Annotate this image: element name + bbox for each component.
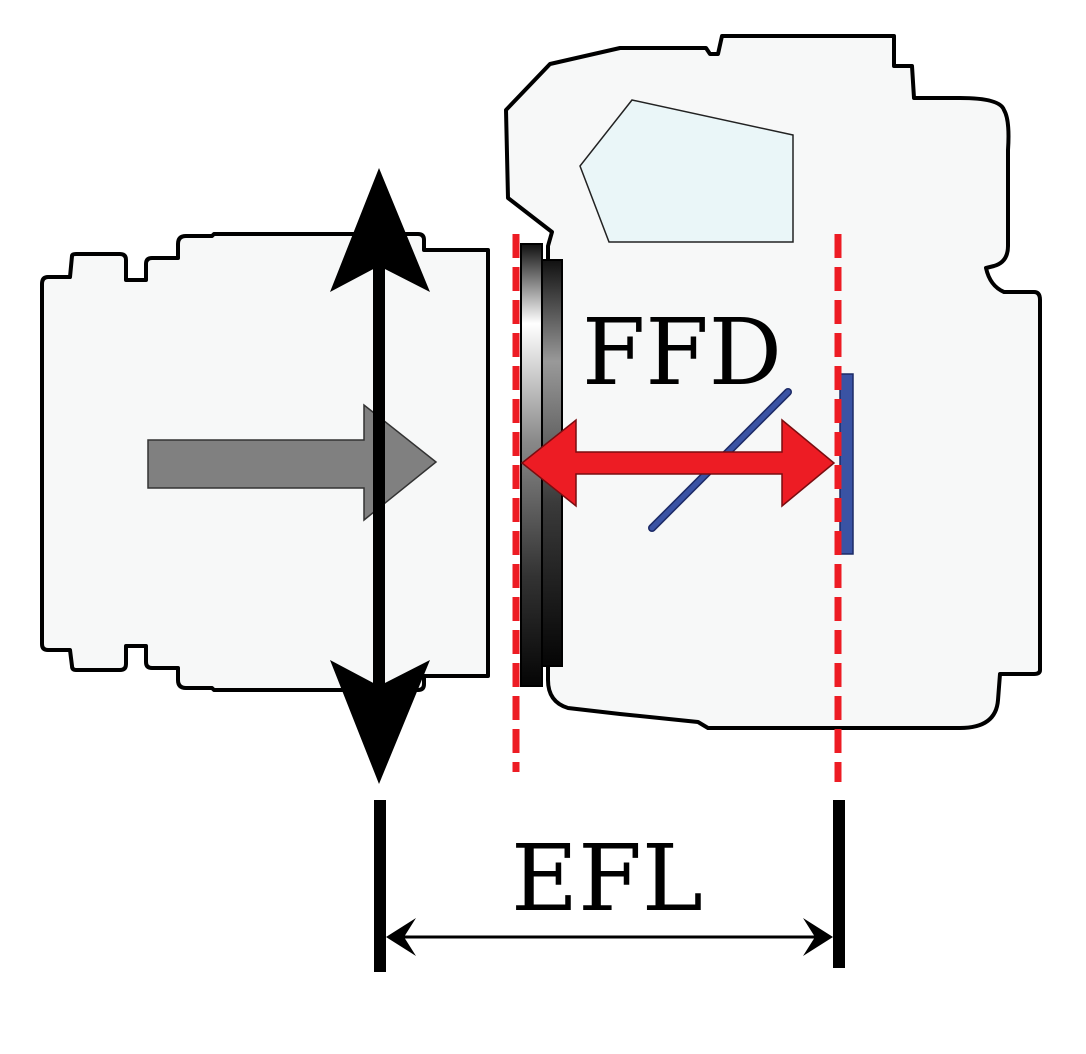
efl-dimension [374, 800, 845, 972]
ffd-label: FFD [582, 299, 782, 406]
efl-label: EFL [511, 825, 703, 932]
ffd-arrow [520, 418, 836, 508]
light-direction-arrow [147, 403, 438, 522]
viewfinder-prism [579, 99, 794, 243]
image-sensor [839, 373, 854, 555]
principal-plane-arrow [330, 168, 430, 784]
